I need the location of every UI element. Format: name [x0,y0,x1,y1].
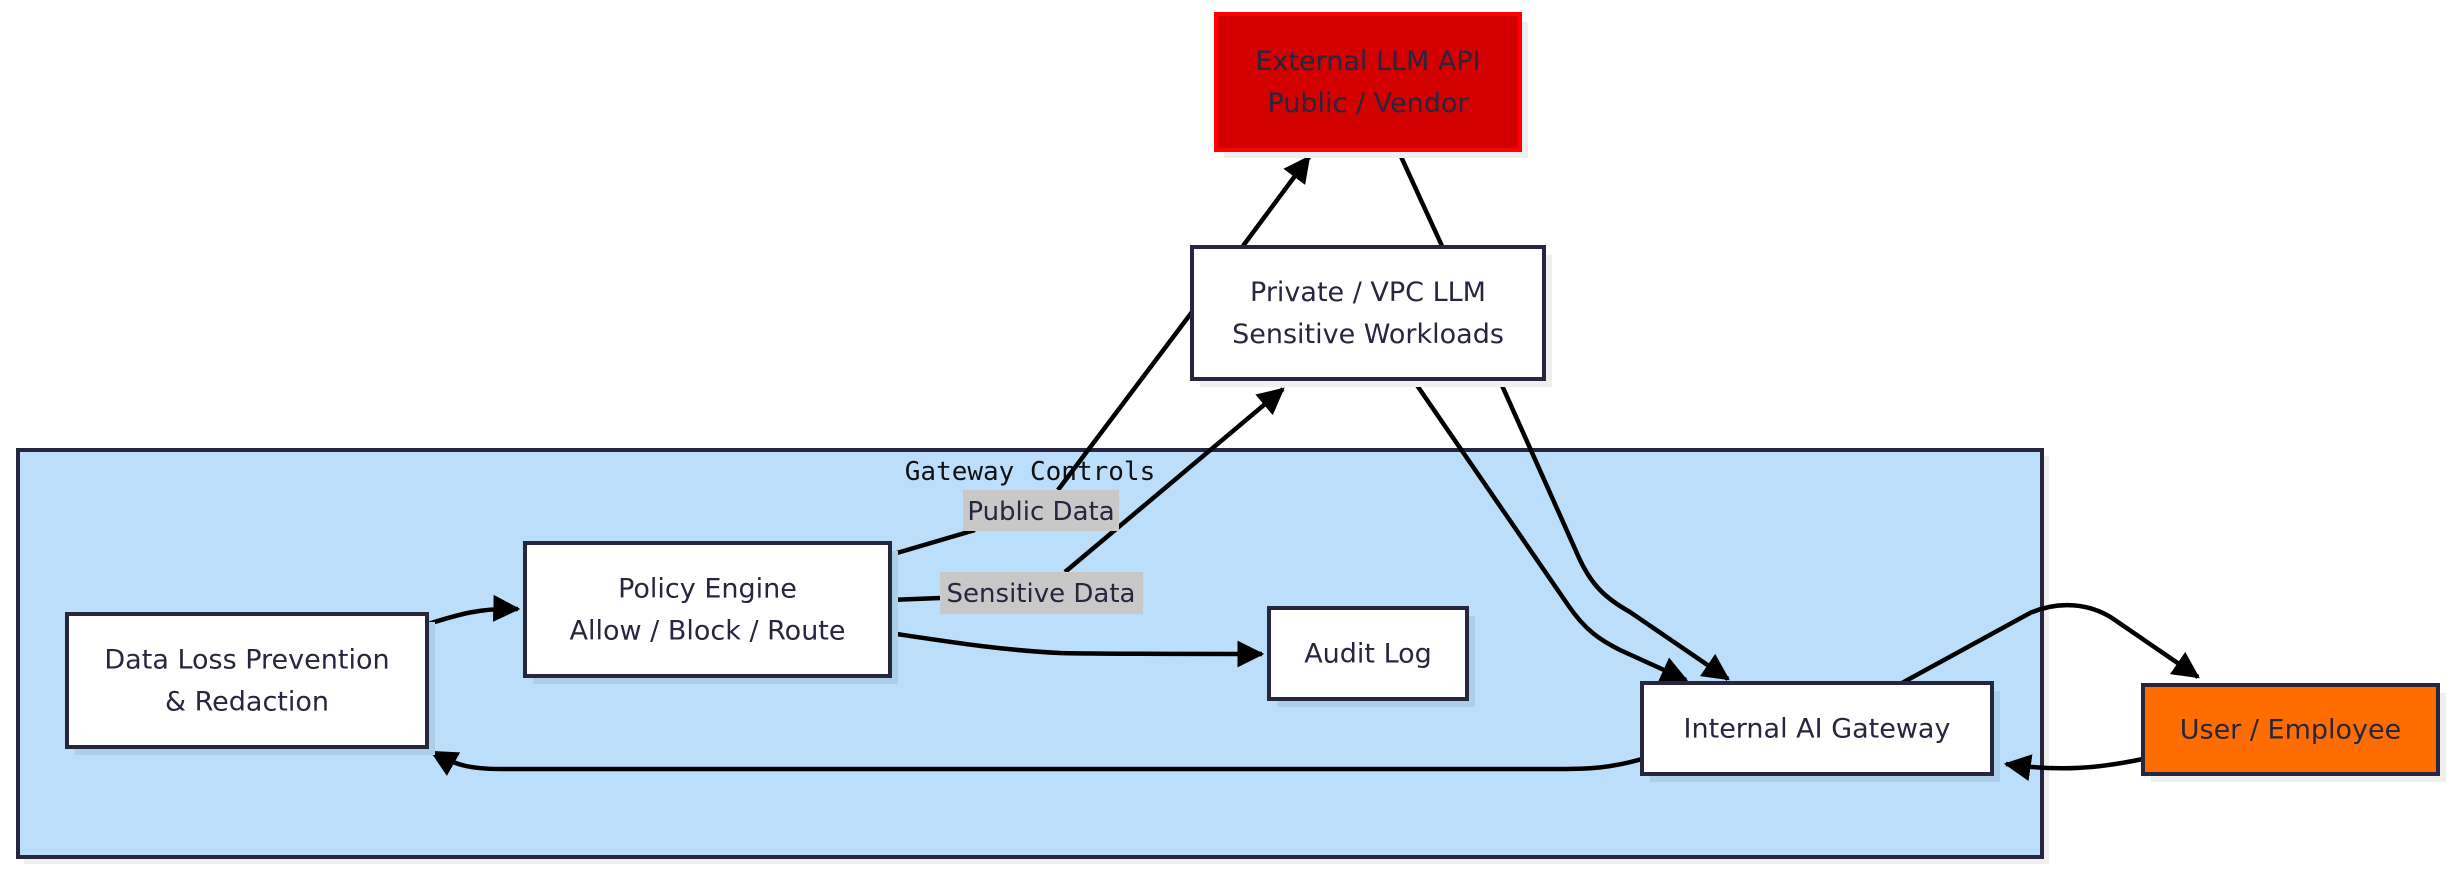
cluster-title: Gateway Controls [905,457,1155,487]
node-label: & Redaction [165,687,329,718]
node-label: Data Loss Prevention [104,645,389,676]
node-label: Public / Vendor [1267,88,1469,119]
edge-gateway-to-user[interactable] [1900,602,2200,685]
node-dlp[interactable]: Data Loss Prevention & Redaction [65,612,435,755]
node-label: Internal AI Gateway [1684,714,1951,745]
edge-policy-to-external[interactable] [889,310,1194,558]
edge-external-to-gateway[interactable] [1395,149,1445,247]
node-private[interactable]: Private / VPC LLM Sensitive Workloads [1190,245,1552,387]
edge-label-text: Public Data [967,497,1114,527]
edge-dlp-to-policy[interactable] [427,594,521,627]
node-label: External LLM API [1255,46,1480,77]
node-box[interactable] [1190,245,1546,381]
edge-policy-to-external-upper[interactable] [1241,155,1311,248]
node-box[interactable] [1640,681,1994,776]
edge-label-sensitive-data: Sensitive Data [940,572,1143,614]
edges [427,149,2200,781]
edge-policy-to-private[interactable] [889,389,1283,603]
node-gateway[interactable]: Internal AI Gateway [1640,681,2000,782]
node-box[interactable] [1214,12,1522,152]
edge-label-public-data: Public Data [963,490,1119,531]
edge-private-to-gateway-b[interactable] [1497,380,1730,681]
edge-user-to-gateway[interactable] [2003,754,2144,781]
node-user[interactable]: User / Employee [2141,683,2446,782]
node-label: Policy Engine [618,574,797,605]
node-label: Audit Log [1304,639,1432,670]
edge-gateway-to-dlp[interactable] [430,750,1643,776]
edge-policy-to-audit[interactable] [889,630,1265,668]
node-box[interactable] [65,612,429,749]
node-box[interactable] [1267,606,1469,701]
node-label: Private / VPC LLM [1250,277,1486,308]
node-label: User / Employee [2180,715,2402,746]
node-box[interactable] [523,541,892,678]
node-label: Sensitive Workloads [1232,319,1504,350]
node-external[interactable]: External LLM API Public / Vendor [1214,12,1528,158]
node-label: Allow / Block / Route [570,616,846,647]
edge-label-bg [940,572,1143,614]
edge-private-to-gateway-a[interactable] [1412,379,1689,683]
edge-label-text: Sensitive Data [947,579,1136,609]
node-box[interactable] [2141,683,2440,776]
node-audit[interactable]: Audit Log [1267,606,1475,707]
edge-label-bg [963,490,1119,531]
